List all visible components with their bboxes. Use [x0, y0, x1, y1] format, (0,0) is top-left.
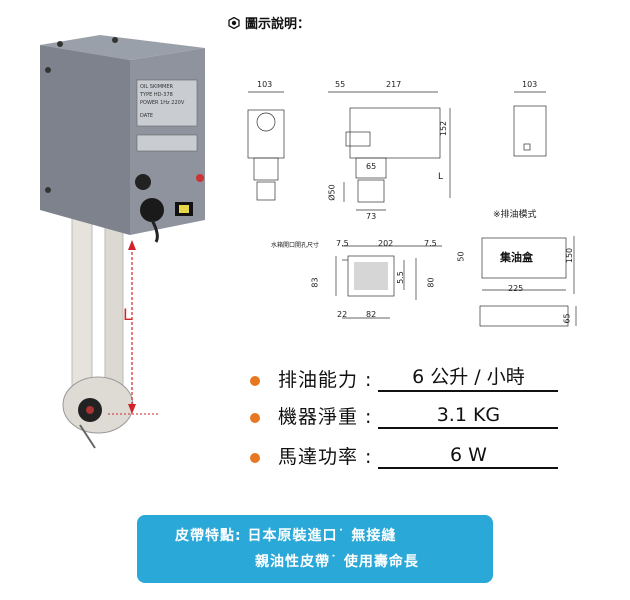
product-illustration: [40, 35, 205, 449]
dim-front-width: 103: [257, 80, 273, 89]
spec-label: 排油能力 :: [278, 369, 373, 391]
dim-cut-width: 202: [378, 239, 394, 248]
orange-bullet-icon: [250, 453, 260, 463]
dim-cut-side: 80: [426, 277, 436, 288]
install-note: 水箱開口開孔尺寸: [271, 242, 320, 249]
dim-box-width: 225: [508, 284, 524, 293]
dim-cut-left: 7.5: [336, 239, 349, 248]
dim-side-offset: 55: [335, 80, 346, 89]
dimension-drawing: [247, 91, 577, 327]
spec-label: 馬達功率 :: [278, 446, 373, 468]
spec-motor-power: 馬達功率 : 6 W: [250, 442, 559, 469]
orange-bullet-icon: [250, 413, 260, 423]
photo-plate-line-3: POWER 1Hz 220V: [140, 100, 185, 106]
photo-plate-line-4: DATE: [140, 113, 154, 119]
dim-cut-bottom-width: 82: [366, 310, 377, 319]
photo-length-label: L: [123, 305, 132, 324]
dim-box-height-left: 50: [456, 251, 466, 262]
dim-cut-right: 7.5: [424, 239, 437, 248]
spec-net-weight: 機器淨重 : 3.1 KG: [250, 402, 559, 429]
section-title-text: 圖示說明：: [245, 17, 311, 32]
spec-value: 6 W: [378, 444, 559, 469]
section-title: 圖示說明：: [228, 13, 310, 32]
box-title: ※排油模式: [493, 210, 537, 220]
spec-drain-capacity: 排油能力 : 6 公升 / 小時: [250, 362, 559, 392]
banner-line-1: 皮帶特點: 日本原裝進口˙ 無接縫: [175, 528, 397, 544]
photo-plate-line-2: TYPE HD-378: [140, 92, 173, 98]
hexagon-bullet-icon: [228, 16, 240, 29]
box-label: 集油盒: [500, 251, 533, 264]
belt-features-banner: 皮帶特點: 日本原裝進口˙ 無接縫 親油性皮帶˙ 使用壽命長: [137, 515, 493, 583]
dim-cut-bottom-left: 22: [337, 310, 348, 319]
spec-value: 6 公升 / 小時: [378, 362, 559, 392]
dim-side-width: 217: [386, 80, 402, 89]
spec-label: 機器淨重 :: [278, 406, 373, 428]
dim-cut-inner: 5.5: [395, 271, 405, 284]
photo-plate-line-1: OIL SKIMMER: [140, 84, 173, 90]
dim-length: L: [438, 172, 444, 182]
dim-box-depth: 65: [562, 313, 572, 324]
orange-bullet-icon: [250, 376, 260, 386]
dim-shaft-dia: Ø50: [327, 184, 337, 201]
dim-shaft-offset: 65: [366, 162, 377, 171]
banner-line-2: 親油性皮帶˙ 使用壽命長: [255, 554, 419, 570]
dim-shaft-width: 73: [366, 212, 377, 221]
dim-side-height: 152: [439, 120, 449, 137]
dim-box-height-right: 150: [565, 247, 575, 264]
dim-rear-width: 103: [522, 80, 538, 89]
dim-cut-height: 83: [310, 277, 320, 288]
spec-value: 3.1 KG: [378, 404, 559, 429]
